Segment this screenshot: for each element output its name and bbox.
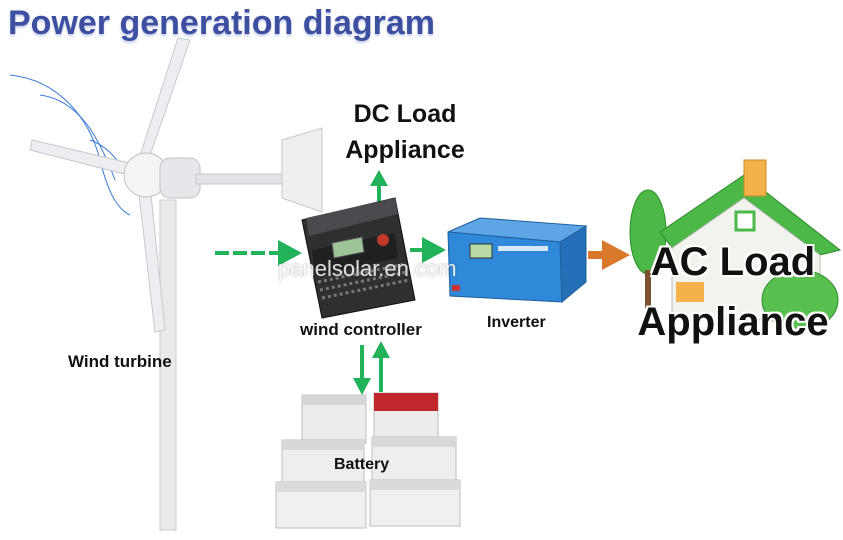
inverter-label: Inverter [487,314,546,331]
battery-bank-image [275,392,461,529]
ac-load-label: AC Load Appliance [628,232,838,352]
watermark-text: panelsolar.en.com [278,256,457,281]
arrow-controller-to-dc-load [370,170,388,202]
arrow-controller-battery-bidirectional [353,341,390,395]
wind-controller-label: wind controller [300,320,422,339]
dc-load-line-2: Appliance [345,136,465,164]
arrow-inverter-to-ac-load [588,240,630,270]
house-image [629,159,842,331]
wind-turbine-image [9,37,323,531]
arrow-controller-to-inverter [410,237,446,263]
wind-controller-image [301,197,416,319]
arrow-turbine-to-controller [215,240,302,266]
dc-load-label: DC Load Appliance [340,96,470,168]
diagram-title: Power generation diagram [8,4,435,42]
ac-load-line-1: AC Load [650,240,816,284]
dc-load-line-1: DC Load [353,100,457,128]
inverter-image [447,217,588,304]
battery-label: Battery [334,456,390,473]
wind-turbine-label: Wind turbine [68,352,172,371]
ac-load-line-2: Appliance [637,300,829,344]
